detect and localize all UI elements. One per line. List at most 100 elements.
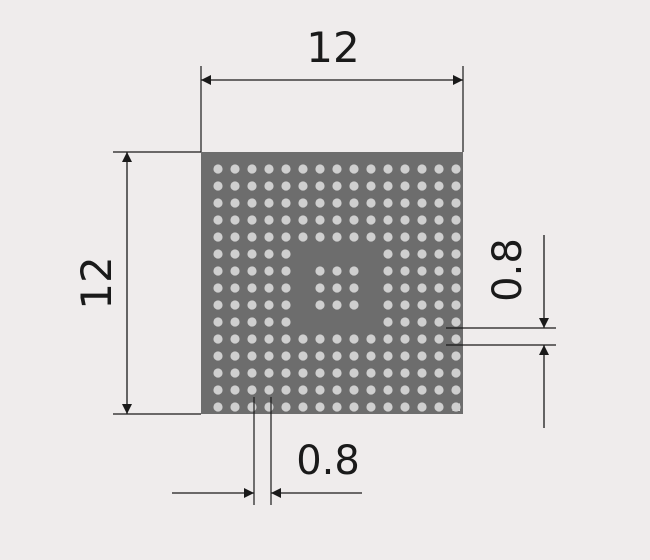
solder-ball	[230, 368, 240, 378]
solder-ball	[383, 232, 393, 242]
solder-ball	[213, 317, 223, 327]
solder-ball	[230, 232, 240, 242]
solder-ball	[213, 334, 223, 344]
solder-ball	[264, 385, 274, 395]
solder-ball	[366, 368, 376, 378]
solder-ball	[451, 385, 461, 395]
solder-ball	[451, 334, 461, 344]
solder-ball	[247, 164, 257, 174]
solder-ball	[281, 385, 291, 395]
solder-ball	[315, 334, 325, 344]
solder-ball	[247, 181, 257, 191]
solder-ball	[400, 249, 410, 259]
solder-ball	[332, 368, 342, 378]
solder-ball	[434, 232, 444, 242]
solder-ball	[281, 317, 291, 327]
solder-ball	[417, 368, 427, 378]
solder-ball	[400, 368, 410, 378]
solder-ball	[417, 351, 427, 361]
solder-ball	[400, 334, 410, 344]
package-width-label: 12	[306, 23, 359, 72]
solder-ball	[247, 232, 257, 242]
solder-ball	[434, 368, 444, 378]
solder-ball	[332, 283, 342, 293]
solder-ball	[315, 368, 325, 378]
solder-ball	[451, 215, 461, 225]
solder-ball	[434, 300, 444, 310]
solder-ball	[264, 402, 274, 412]
solder-ball	[332, 334, 342, 344]
solder-ball	[400, 317, 410, 327]
solder-ball	[298, 181, 308, 191]
solder-ball	[230, 249, 240, 259]
solder-ball	[298, 351, 308, 361]
solder-ball	[247, 351, 257, 361]
solder-ball	[264, 283, 274, 293]
solder-ball	[264, 232, 274, 242]
solder-ball	[366, 385, 376, 395]
solder-ball	[349, 215, 359, 225]
solder-ball	[247, 317, 257, 327]
solder-ball	[349, 283, 359, 293]
solder-ball	[400, 232, 410, 242]
solder-ball	[417, 181, 427, 191]
solder-ball	[247, 334, 257, 344]
solder-ball	[264, 181, 274, 191]
solder-ball	[230, 351, 240, 361]
solder-ball	[332, 385, 342, 395]
solder-ball	[315, 266, 325, 276]
solder-ball	[349, 266, 359, 276]
solder-ball	[383, 317, 393, 327]
solder-ball	[332, 215, 342, 225]
solder-ball	[281, 215, 291, 225]
solder-ball	[230, 300, 240, 310]
solder-ball	[434, 164, 444, 174]
solder-ball	[349, 198, 359, 208]
horizontal-pitch-label: 0.8	[296, 438, 360, 484]
solder-ball	[434, 351, 444, 361]
solder-ball	[298, 334, 308, 344]
solder-ball	[383, 385, 393, 395]
solder-ball	[315, 402, 325, 412]
solder-ball	[281, 402, 291, 412]
solder-ball	[213, 266, 223, 276]
solder-ball	[417, 317, 427, 327]
solder-ball	[400, 385, 410, 395]
solder-ball	[451, 249, 461, 259]
solder-ball	[315, 351, 325, 361]
solder-ball	[366, 334, 376, 344]
solder-ball	[315, 164, 325, 174]
solder-ball	[298, 198, 308, 208]
solder-ball	[417, 266, 427, 276]
solder-ball	[315, 385, 325, 395]
solder-ball	[281, 300, 291, 310]
solder-ball	[298, 232, 308, 242]
solder-ball	[213, 368, 223, 378]
solder-ball	[366, 232, 376, 242]
solder-ball	[451, 402, 461, 412]
solder-ball	[230, 283, 240, 293]
solder-ball	[281, 198, 291, 208]
solder-ball	[383, 215, 393, 225]
solder-ball	[264, 198, 274, 208]
solder-ball	[281, 368, 291, 378]
solder-ball	[281, 283, 291, 293]
solder-ball	[400, 283, 410, 293]
solder-ball	[383, 249, 393, 259]
solder-ball	[315, 198, 325, 208]
solder-ball	[213, 385, 223, 395]
solder-ball	[451, 300, 461, 310]
solder-ball	[247, 215, 257, 225]
solder-ball	[434, 198, 444, 208]
solder-ball	[315, 232, 325, 242]
solder-ball	[264, 368, 274, 378]
solder-ball	[434, 317, 444, 327]
solder-ball	[213, 351, 223, 361]
solder-ball	[332, 402, 342, 412]
solder-ball	[230, 402, 240, 412]
solder-ball	[264, 334, 274, 344]
solder-ball	[366, 215, 376, 225]
solder-ball	[332, 232, 342, 242]
solder-ball	[366, 164, 376, 174]
